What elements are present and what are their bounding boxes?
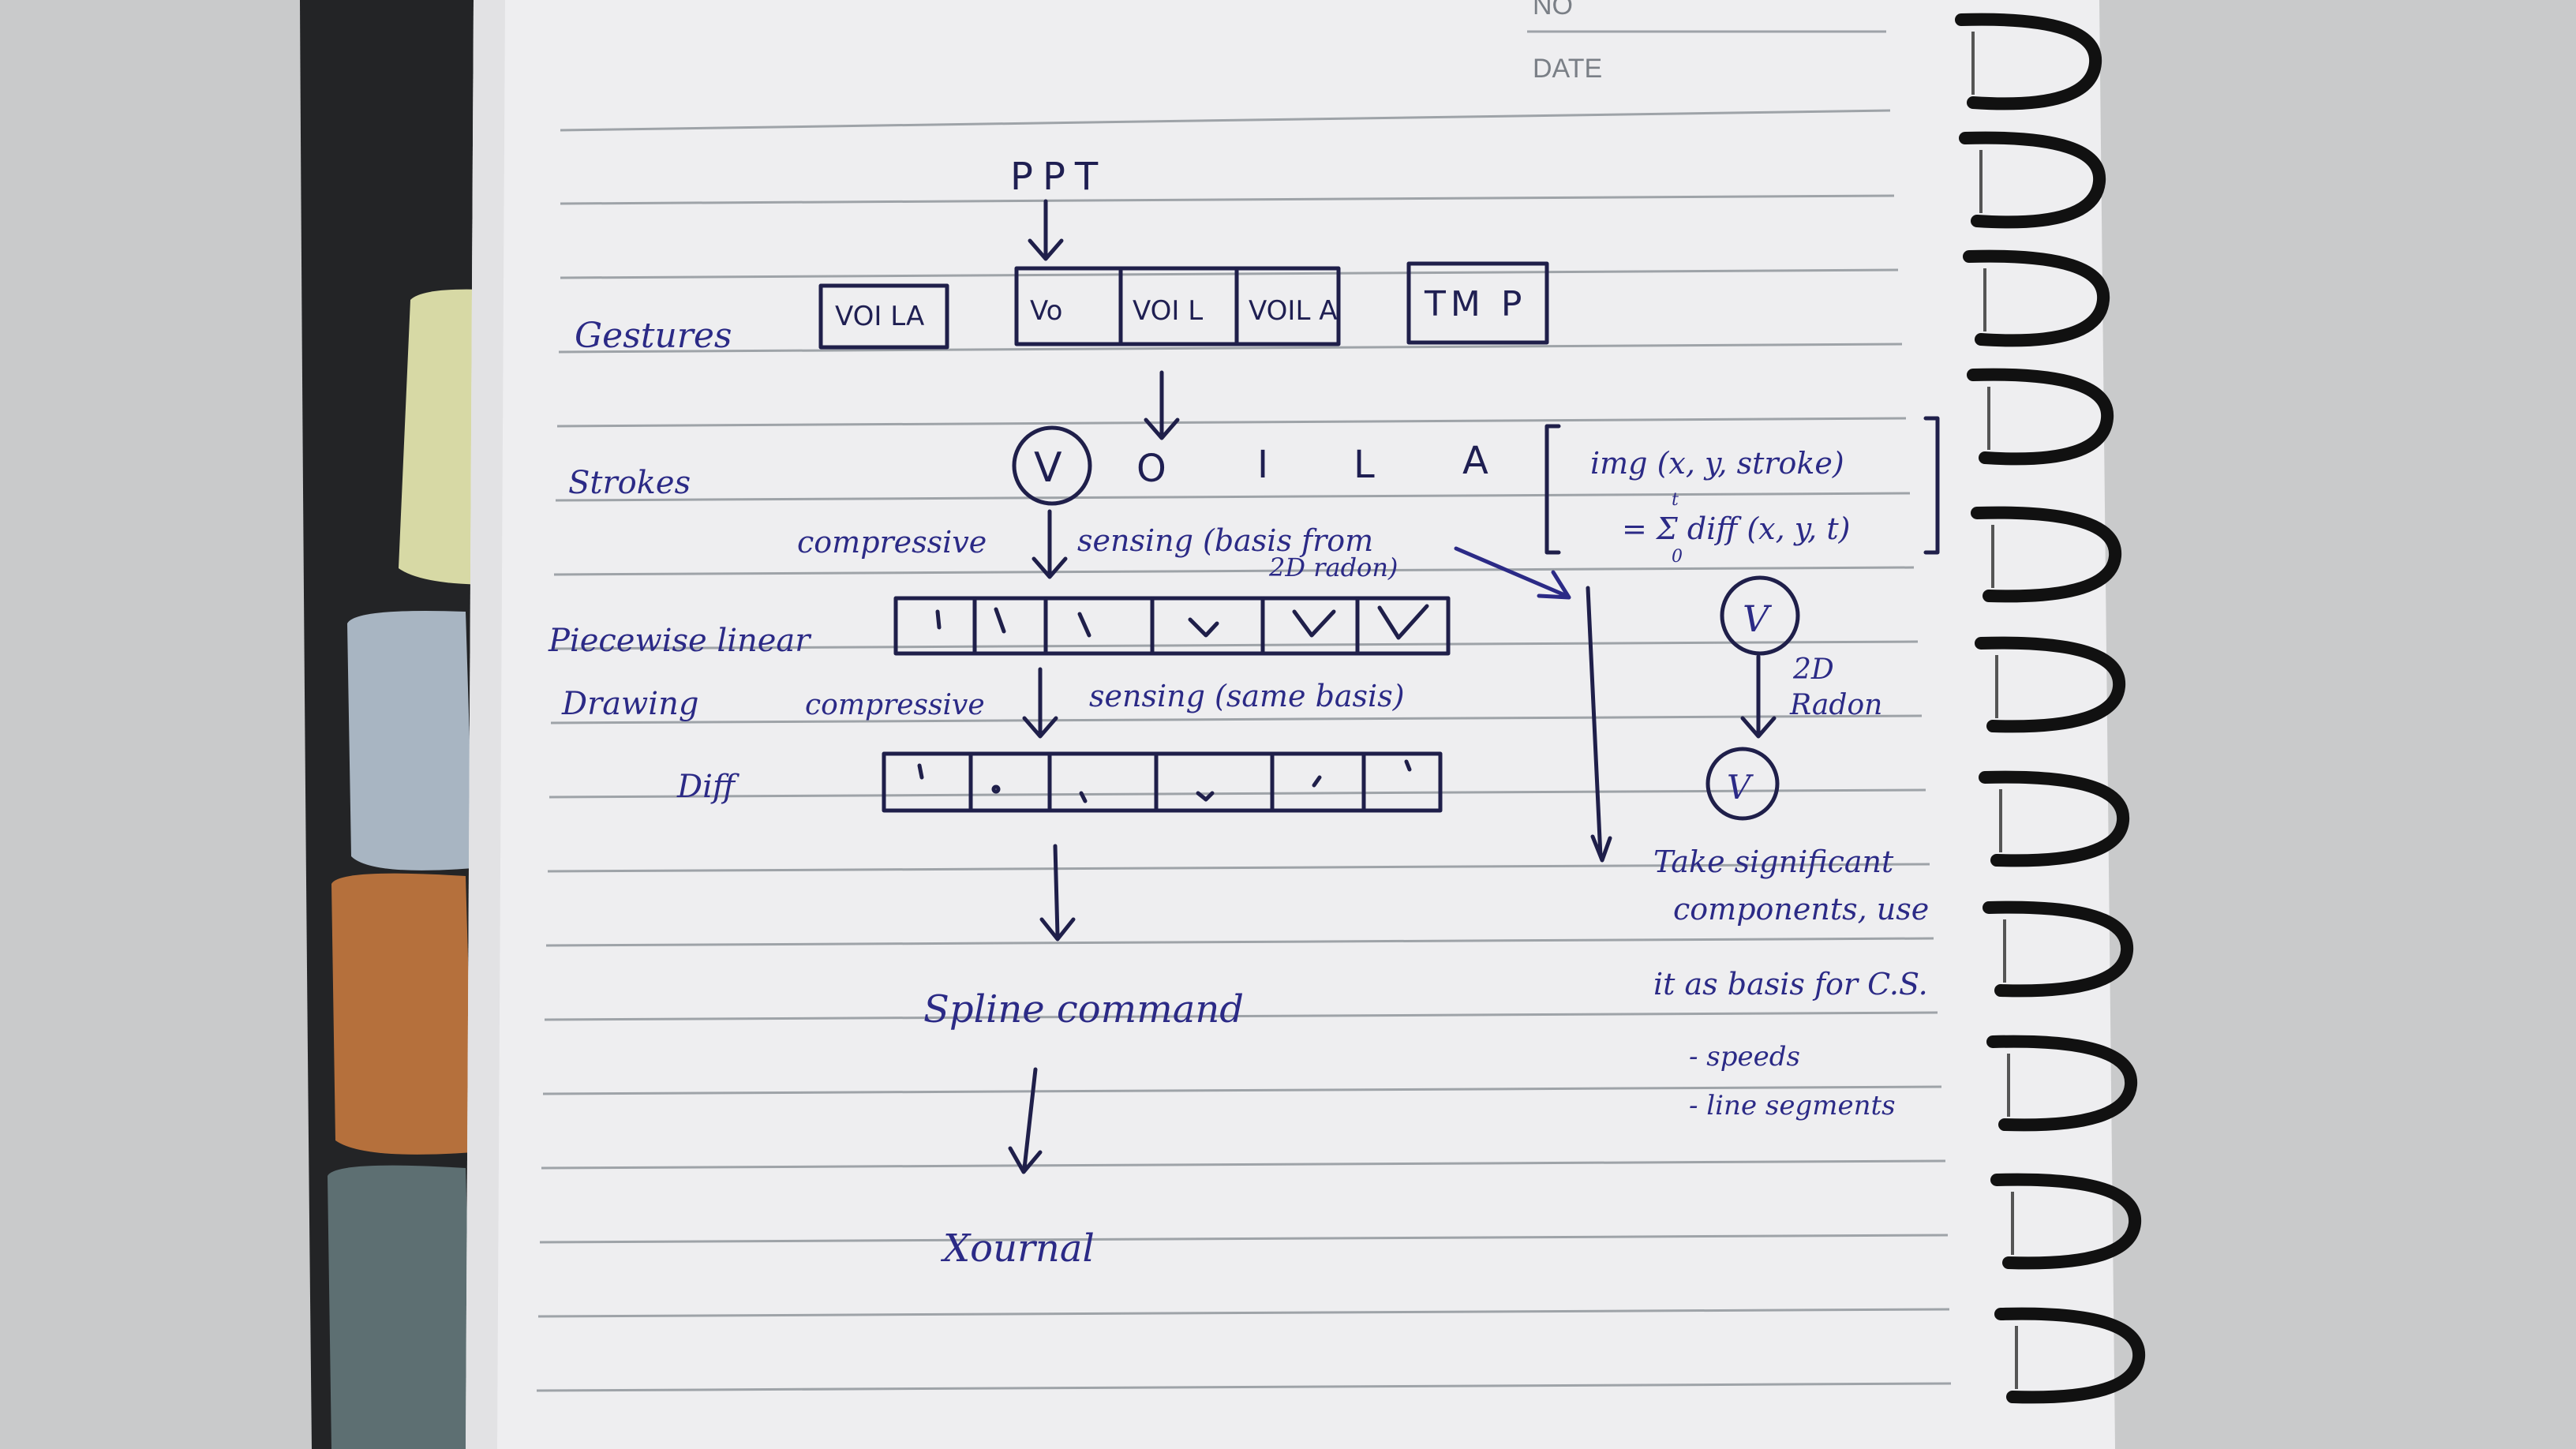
paper-page	[466, 0, 2115, 1449]
arrow-strokes-down	[1032, 509, 1068, 579]
formula-line-1: img (x, y, stroke)	[1590, 446, 1844, 481]
arrow-piecewise-down	[1022, 667, 1058, 739]
gesture-group-box	[1014, 266, 1341, 346]
stroke-l: L	[1354, 443, 1375, 487]
note-line-1: Take significant	[1653, 844, 1894, 879]
bullet-line-segments: - line segments	[1689, 1090, 1896, 1121]
gesture-box-4-text: VOIL A	[1249, 295, 1337, 327]
gesture-box-5	[1406, 261, 1549, 345]
spline-command: Spline command	[923, 987, 1244, 1032]
compressive-label-2: compressive	[805, 689, 985, 721]
piecewise-label: Piecewise linear	[548, 623, 812, 659]
spiral-binding-icon	[1955, 13, 2146, 1404]
stroke-i: I	[1257, 443, 1268, 487]
date-label: DATE	[1533, 54, 1602, 84]
gesture-box-1-text: VOI LA	[835, 301, 924, 332]
arrow-diff-down	[1039, 844, 1076, 942]
note-line-2: components, use	[1673, 892, 1929, 927]
diff-label: Diff	[676, 769, 740, 805]
gesture-box-3-text: VOI L	[1133, 295, 1203, 327]
stroke-v: V	[1034, 444, 1062, 492]
arrow-ppt-down	[1028, 199, 1064, 261]
strokes-label: Strokes	[568, 465, 691, 501]
ppt-label: PPT	[1010, 155, 1107, 199]
radon-circle-2-text: V	[1727, 768, 1754, 807]
bullet-speeds: - speeds	[1689, 1041, 1800, 1073]
radon-label-1: 2D	[1792, 653, 1834, 686]
stroke-a: A	[1462, 439, 1488, 483]
radon-circle-2	[1705, 747, 1780, 821]
sensing-label-1: sensing (basis from	[1077, 523, 1373, 558]
radon-circle-1-text: V	[1743, 597, 1773, 640]
drawing-label: Drawing	[561, 686, 698, 722]
arrow-spline-down	[1008, 1067, 1043, 1174]
ruled-lines	[536, 30, 1952, 1392]
xournal-label: Xournal	[940, 1226, 1095, 1271]
formula-line-2: = Σ diff (x, y, t)	[1622, 511, 1850, 546]
radon-circle-1	[1720, 575, 1800, 656]
gestures-label: Gestures	[575, 316, 732, 356]
stroke-v-circle	[1012, 425, 1092, 506]
arrow-gestures-down	[1144, 370, 1180, 440]
sensing-label-1b: 2D radon)	[1268, 552, 1398, 582]
vertical-arrow	[1586, 586, 1612, 863]
formula-bracket-right	[1923, 416, 1940, 555]
arrow-to-basis	[1454, 546, 1571, 600]
radon-label-2: Radon	[1789, 689, 1882, 721]
stroke-o: O	[1136, 447, 1166, 491]
sensing-label-2: sensing (same basis)	[1089, 679, 1405, 713]
compressive-label-1: compressive	[797, 525, 987, 560]
gesture-box-5-text: TM P	[1424, 284, 1526, 324]
gesture-box-2-text: Vo	[1030, 295, 1062, 327]
piecewise-frames	[893, 596, 1451, 656]
gesture-box-1	[818, 283, 949, 350]
formula-bracket-left	[1544, 424, 1561, 555]
formula-sum-lower: 0	[1672, 547, 1683, 567]
arrow-radon	[1740, 654, 1777, 739]
diff-frames	[882, 751, 1443, 813]
no-label: NO	[1533, 0, 1573, 21]
formula-sum-upper: t	[1672, 490, 1679, 510]
note-line-3: it as basis for C.S.	[1653, 967, 1928, 1002]
